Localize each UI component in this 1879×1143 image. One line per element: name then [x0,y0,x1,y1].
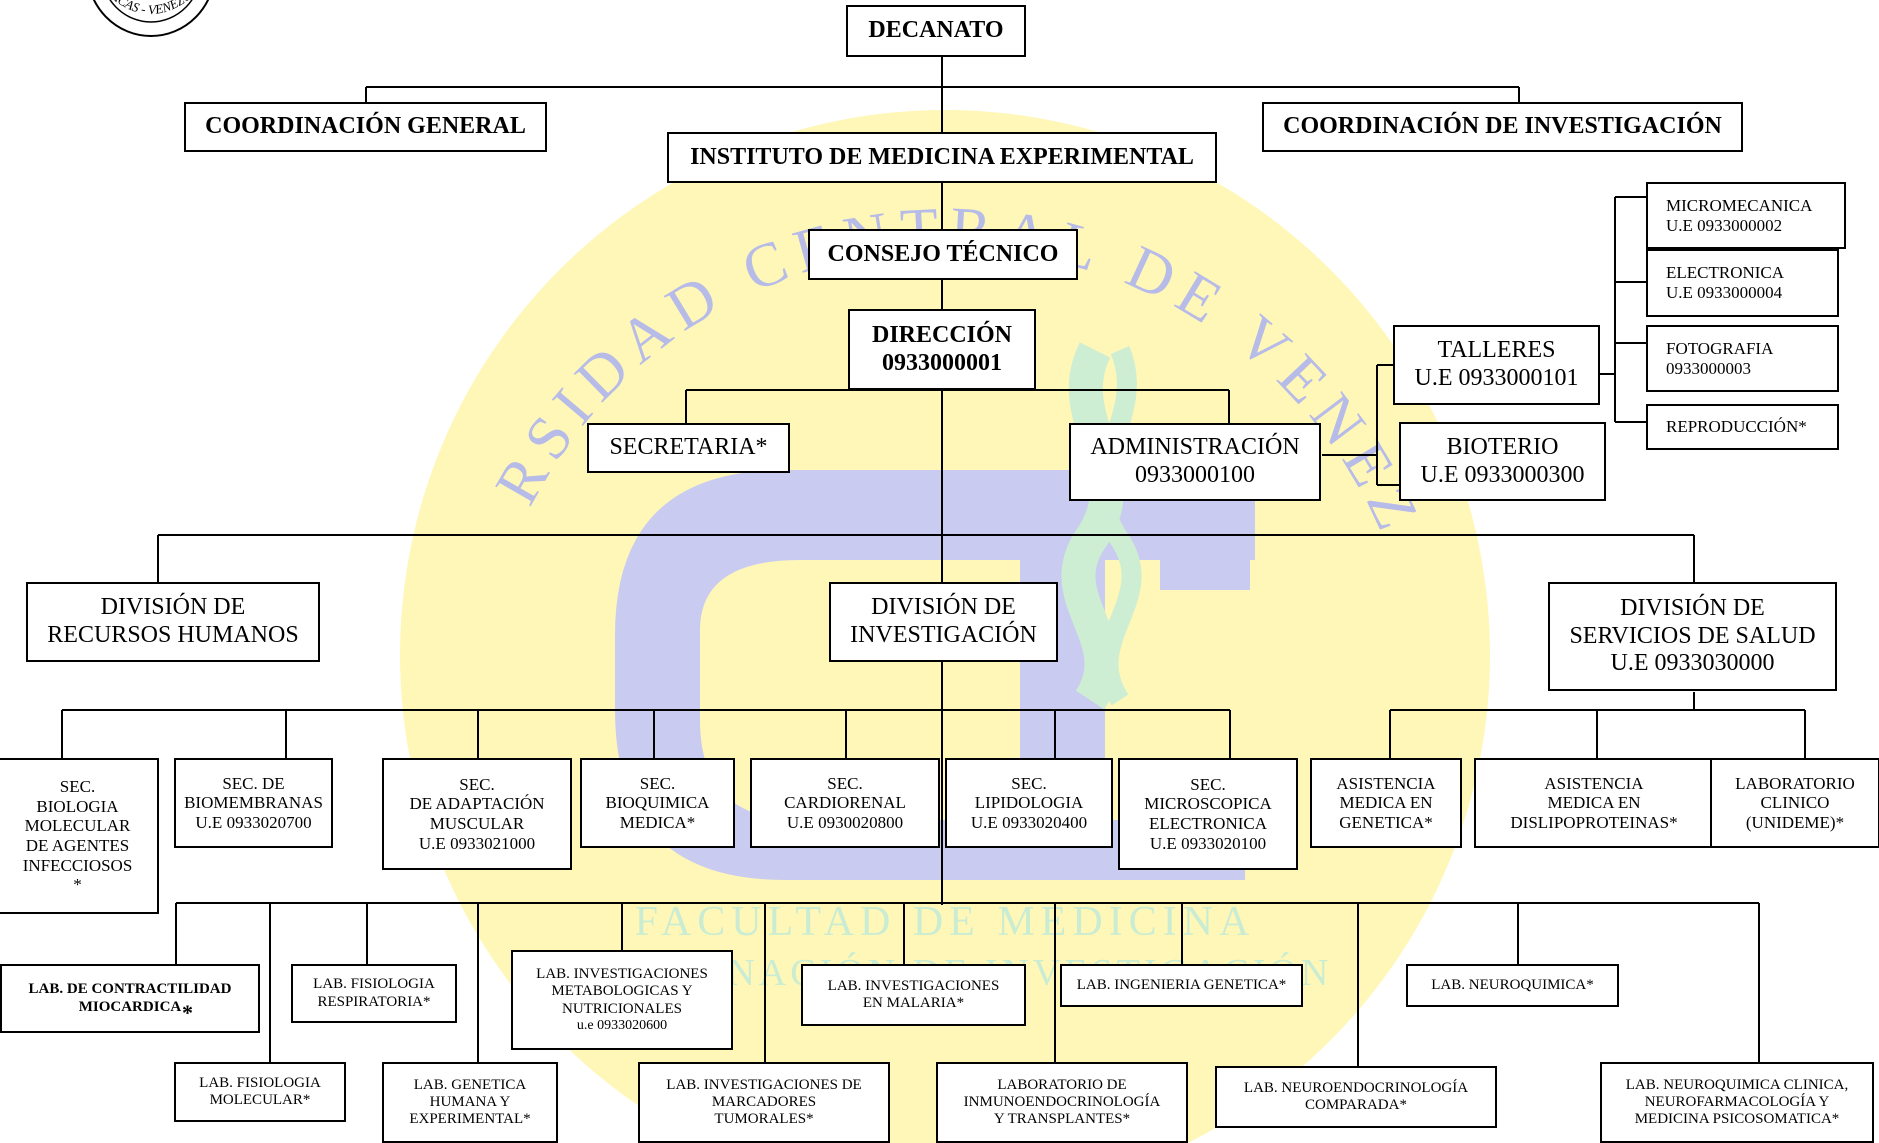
watermark-serpent-2 [1093,346,1142,706]
label: DIVISIÓN DE INVESTIGACIÓN [850,594,1037,648]
ue-code: u.e 0933020600 [576,1017,668,1033]
label: SEC. DE ADAPTACIÓN MUSCULAR U.E 09330210… [409,774,545,853]
node-sec-adaptacion: SEC. DE ADAPTACIÓN MUSCULAR U.E 09330210… [382,758,572,870]
watermark-faculty-text: FACULTAD DE MEDICINA [635,899,1256,945]
node-asistencia-dislipoproteinas: ASISTENCIA MEDICA EN DISLIPOPROTEINAS* [1474,758,1714,848]
node-sec-bioquimica: SEC. BIOQUIMICA MEDICA* [580,758,735,848]
node-direccion: DIRECCIÓN 0933000001 [848,309,1036,390]
node-division-salud: DIVISIÓN DE SERVICIOS DE SALUD U.E 09330… [1548,582,1837,691]
label: LAB. NEUROQUIMICA CLINICA, NEUROFARMACOL… [1625,1076,1849,1128]
node-sec-biomembranas: SEC. DE BIOMEMBRANAS U.E 0933020700 [174,758,333,848]
label: COORDINACIÓN GENERAL [205,113,526,140]
node-lab-ingenieria-genetica: LAB. INGENIERIA GENETICA* [1060,964,1303,1007]
label: LAB. INVESTIGACIONES EN MALARIA* [827,977,1000,1011]
label: BIOTERIO U.E 0933000300 [1420,433,1585,488]
node-laboratorio-clinico: LABORATORIO CLINICO (UNIDEME)* [1710,758,1879,848]
label: SEC. MICROSCOPICA ELECTRONICA U.E 093302… [1144,774,1272,853]
node-administracion: ADMINISTRACIÓN 0933000100 [1069,423,1321,501]
university-seal-icon: CARACAS - VENEZUELA [82,0,210,37]
node-electronica: ELECTRONICA U.E 0933000004 [1646,249,1839,317]
label: FOTOGRAFIA 0933000003 [1666,338,1774,378]
label: SEC. DE BIOMEMBRANAS U.E 0933020700 [184,773,323,832]
node-reproduccion: REPRODUCCIÓN* [1646,404,1839,450]
node-lab-malaria: LAB. INVESTIGACIONES EN MALARIA* [801,964,1026,1026]
node-lab-fisiologia-respiratoria: LAB. FISIOLOGIA RESPIRATORIA* [291,964,457,1023]
label: LAB. NEUROENDOCRINOLOGÍA COMPARADA* [1243,1079,1469,1113]
label: TALLERES U.E 0933000101 [1414,337,1579,391]
label: LAB. INGENIERIA GENETICA* [1076,976,1287,993]
label: ASISTENCIA MEDICA EN DISLIPOPROTEINAS* [1510,773,1678,832]
label: COORDINACIÓN DE INVESTIGACIÓN [1283,113,1722,140]
label: SEC. CARDIORENAL U.E 0930020800 [784,773,906,832]
node-sec-lipidologia: SEC. LIPIDOLOGIA U.E 0933020400 [945,758,1113,848]
node-bioterio: BIOTERIO U.E 0933000300 [1399,422,1606,501]
label: LAB. FISIOLOGIA RESPIRATORIA* [313,976,435,1010]
label: INSTITUTO DE MEDICINA EXPERIMENTAL [690,143,1194,170]
node-lab-metabolicas: LAB. INVESTIGACIONES METABOLOGICAS Y NUT… [511,950,733,1050]
label: LAB. NEUROQUIMICA* [1431,976,1594,993]
label: REPRODUCCIÓN* [1666,417,1807,437]
label: MICROMECANICA U.E 0933000002 [1666,195,1813,235]
node-sec-microscopica: SEC. MICROSCOPICA ELECTRONICA U.E 093302… [1118,758,1298,870]
node-lab-inmunoendocrinologia: LABORATORIO DE INMUNOENDOCRINOLOGÍA Y TR… [936,1062,1188,1143]
node-coordinacion-investigacion: COORDINACIÓN DE INVESTIGACIÓN [1262,102,1743,152]
node-division-investigacion: DIVISIÓN DE INVESTIGACIÓN [829,582,1058,662]
node-lab-genetica-humana: LAB. GENETICA HUMANA Y EXPERIMENTAL* [382,1062,558,1143]
label: DIVISIÓN DE SERVICIOS DE SALUD U.E 09330… [1569,595,1816,677]
label: ADMINISTRACIÓN 0933000100 [1090,434,1300,488]
label: LAB. INVESTIGACIONES METABOLOGICAS Y NUT… [536,966,708,1017]
node-division-rrhh: DIVISIÓN DE RECURSOS HUMANOS [26,582,320,662]
asterisk-mark: * [182,1000,193,1025]
label: LAB. DE CONTRACTILIDAD MIOCARDICA [28,981,232,1015]
node-asistencia-genetica: ASISTENCIA MEDICA EN GENETICA* [1310,758,1462,848]
node-instituto: INSTITUTO DE MEDICINA EXPERIMENTAL [667,132,1217,183]
label: CONSEJO TÉCNICO [827,240,1059,267]
node-sec-biologia: SEC. BIOLOGIA MOLECULAR DE AGENTES INFEC… [0,758,159,914]
label: ASISTENCIA MEDICA EN GENETICA* [1336,773,1436,832]
node-fotografia: FOTOGRAFIA 0933000003 [1646,325,1839,392]
label: LAB. FISIOLOGIA MOLECULAR* [199,1074,321,1108]
label: SEC. BIOQUIMICA MEDICA* [605,773,710,832]
label: DIRECCIÓN 0933000001 [871,321,1012,376]
node-consejo-tecnico: CONSEJO TÉCNICO [808,229,1078,280]
node-decanato: DECANATO [846,5,1026,57]
node-lab-marcadores-tumorales: LAB. INVESTIGACIONES DE MARCADORES TUMOR… [638,1062,890,1143]
node-lab-fisiologia-molecular: LAB. FISIOLOGIA MOLECULAR* [174,1062,346,1122]
label: LABORATORIO CLINICO (UNIDEME)* [1735,773,1855,832]
label: SEC. LIPIDOLOGIA U.E 0933020400 [970,773,1088,832]
label: DECANATO [868,17,1004,44]
label: SEC. BIOLOGIA MOLECULAR DE AGENTES INFEC… [22,777,133,895]
node-lab-neuroquimica-clinica: LAB. NEUROQUIMICA CLINICA, NEUROFARMACOL… [1600,1062,1874,1143]
node-coordinacion-general: COORDINACIÓN GENERAL [184,102,547,152]
node-sec-cardiorenal: SEC. CARDIORENAL U.E 0930020800 [750,758,940,848]
label: LAB. GENETICA HUMANA Y EXPERIMENTAL* [409,1076,531,1128]
node-micromecanica: MICROMECANICA U.E 0933000002 [1646,182,1846,249]
label: LAB. INVESTIGACIONES DE MARCADORES TUMOR… [666,1076,862,1128]
node-lab-contractilidad: LAB. DE CONTRACTILIDAD MIOCARDICA * [0,964,260,1033]
label: DIVISIÓN DE RECURSOS HUMANOS [47,594,299,648]
node-secretaria: SECRETARIA* [587,423,790,473]
label: LABORATORIO DE INMUNOENDOCRINOLOGÍA Y TR… [963,1076,1161,1128]
node-talleres: TALLERES U.E 0933000101 [1393,325,1600,405]
watermark-serpent [1061,342,1124,710]
label: SECRETARIA* [609,434,768,461]
node-lab-neuroendocrinologia: LAB. NEUROENDOCRINOLOGÍA COMPARADA* [1215,1066,1497,1128]
node-lab-neuroquimica: LAB. NEUROQUIMICA* [1406,964,1619,1007]
label: ELECTRONICA U.E 0933000004 [1666,263,1785,302]
